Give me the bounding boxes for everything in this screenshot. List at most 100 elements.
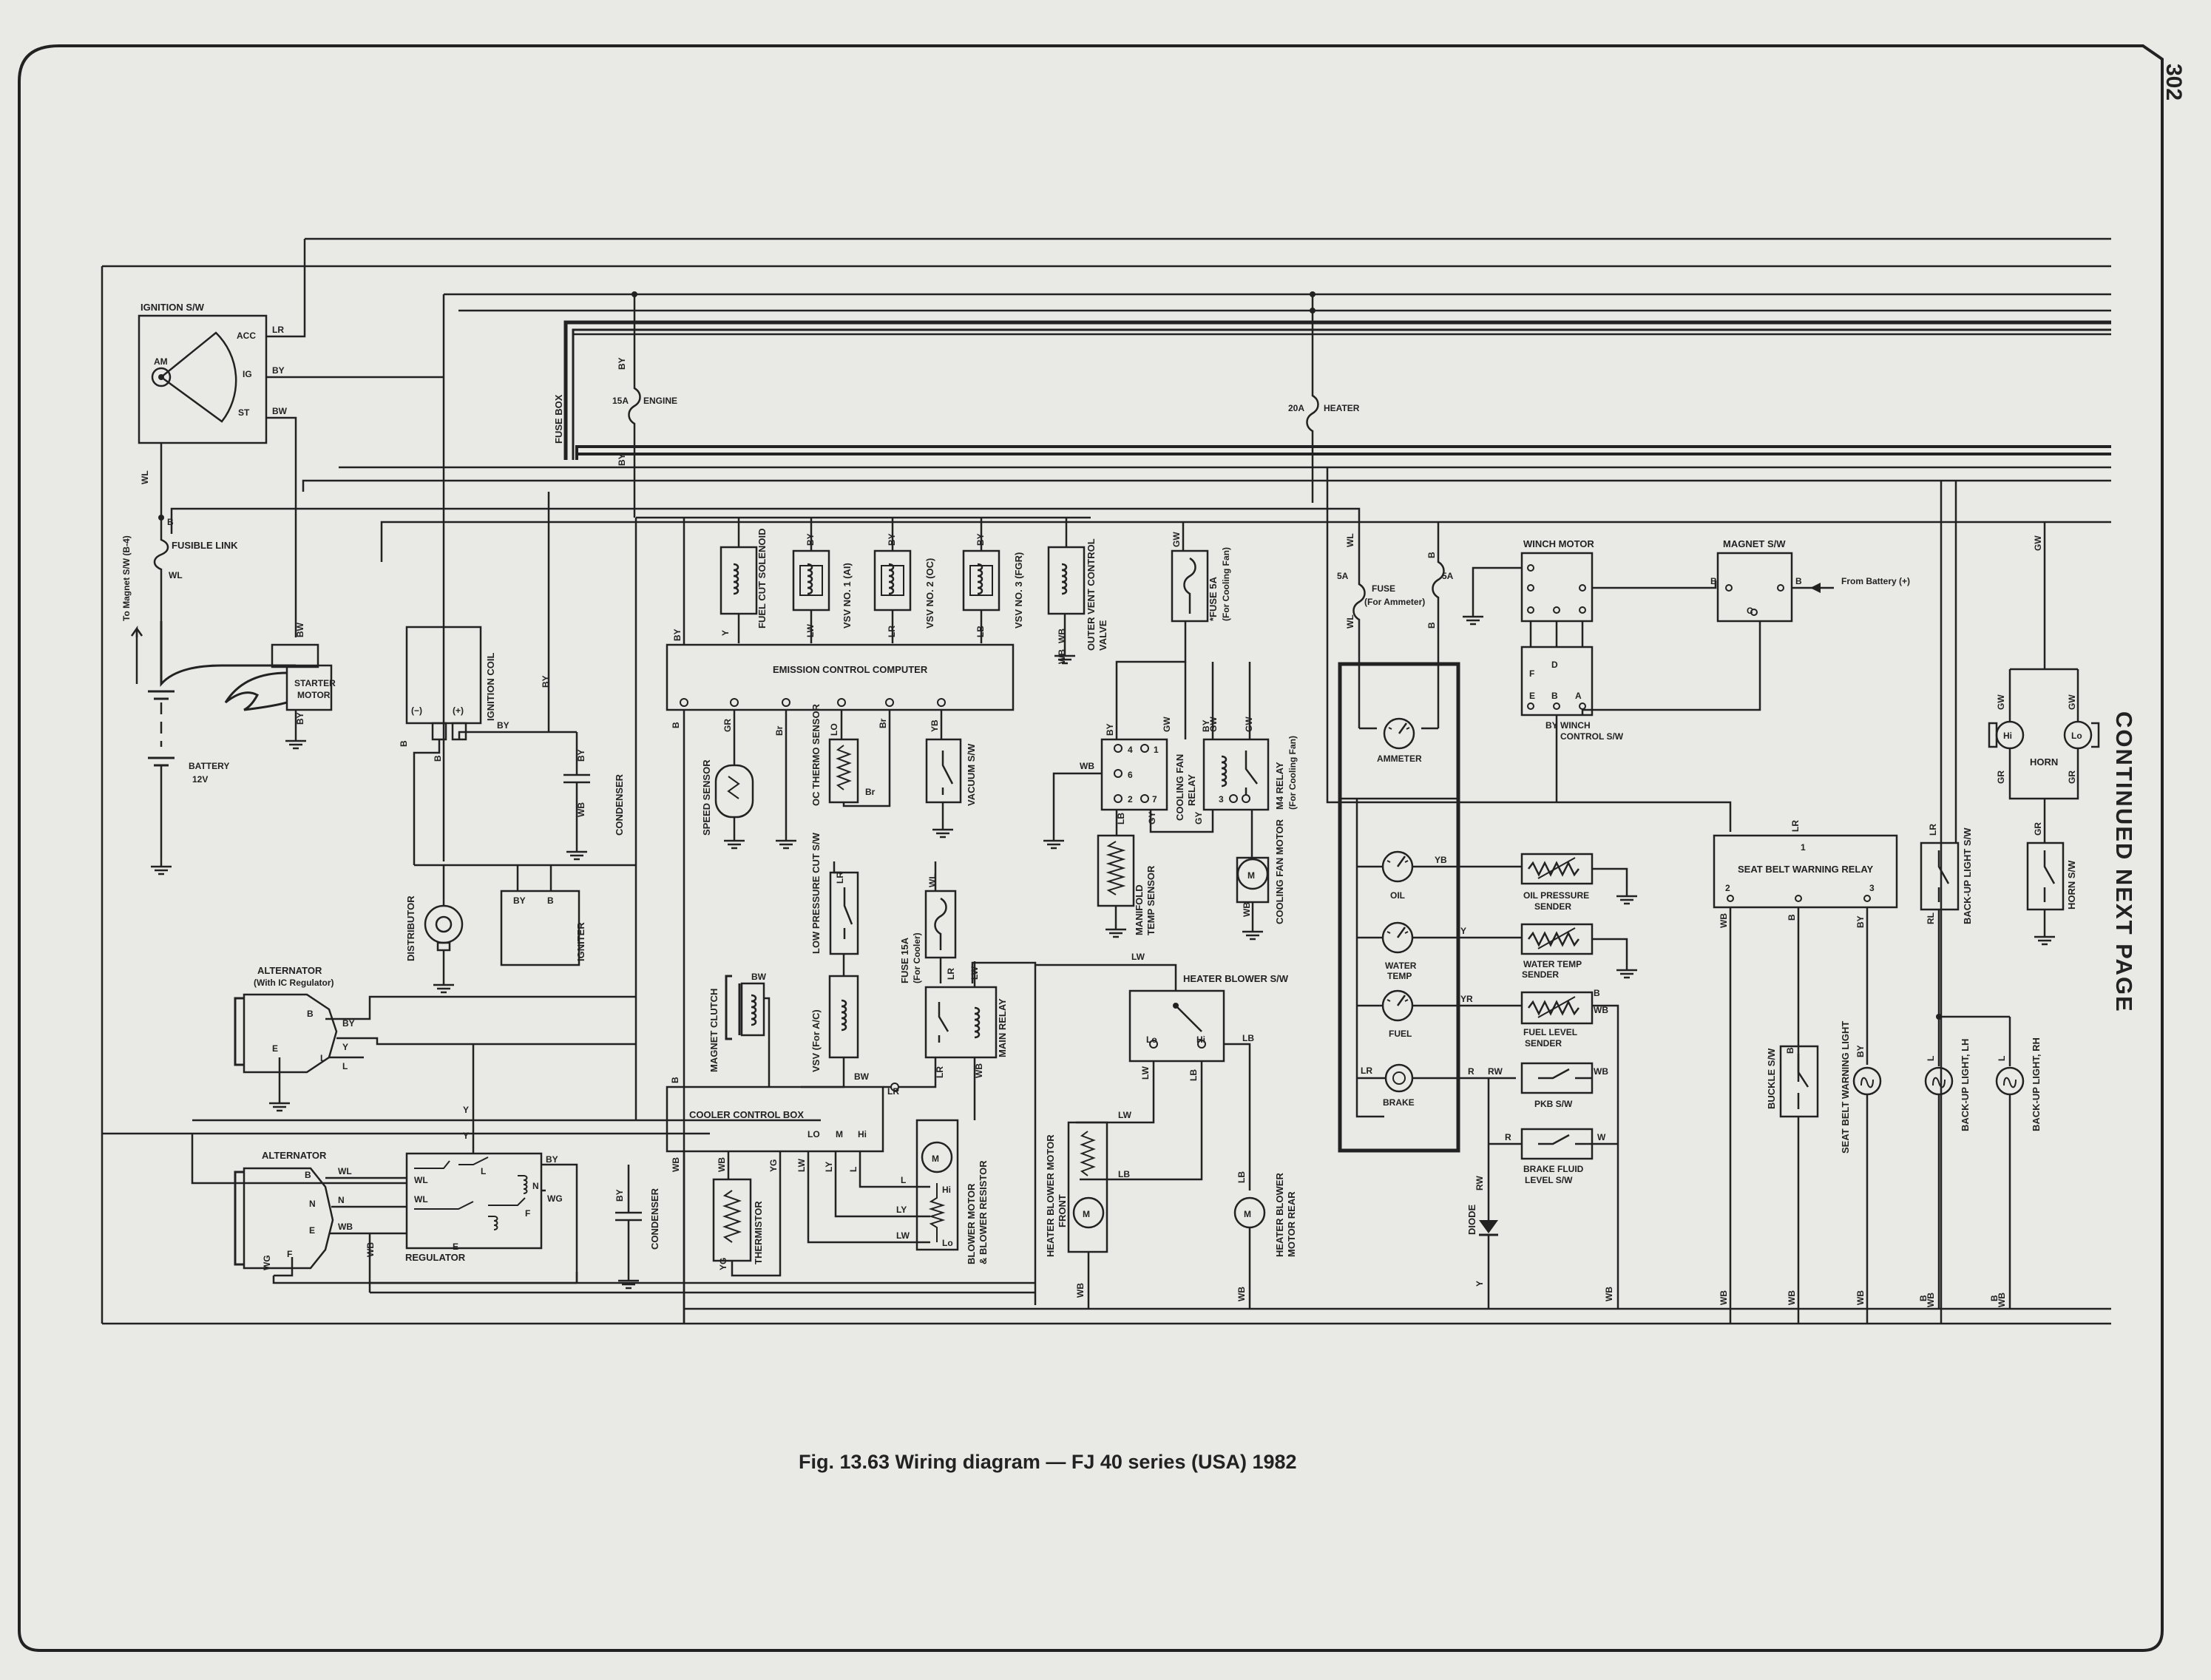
svg-text:WB: WB — [1604, 1287, 1614, 1301]
svg-text:ACC: ACC — [237, 331, 256, 341]
ammeter-fuses: WL B 5A 5A FUSE (For Ammeter) WL B — [1337, 522, 1454, 665]
svg-text:Y: Y — [463, 1105, 469, 1115]
ammeter-icon — [1383, 717, 1415, 750]
svg-text:LR: LR — [835, 872, 845, 884]
svg-text:LY: LY — [824, 1162, 834, 1172]
svg-text:WB: WB — [1594, 1066, 1608, 1077]
svg-text:BRAKE FLUID: BRAKE FLUID — [1523, 1164, 1584, 1174]
svg-text:BW: BW — [854, 1071, 870, 1082]
svg-text:L: L — [481, 1166, 486, 1176]
svg-text:WINCH MOTOR: WINCH MOTOR — [1523, 538, 1594, 549]
m4-relay: 3 GW GW BY M4 RELAY (For Cooling Fan) — [1201, 662, 1298, 811]
svg-text:B: B — [670, 1077, 680, 1083]
svg-text:ST: ST — [238, 407, 250, 418]
wire-bus — [102, 237, 2111, 1325]
svg-text:B: B — [1918, 1295, 1929, 1301]
magnet-switch: MAGNET S/W B B C From Battery (+) — [1710, 538, 1910, 623]
svg-text:WL: WL — [169, 570, 183, 580]
svg-text:GY: GY — [1147, 812, 1157, 824]
svg-text:L: L — [342, 1061, 348, 1071]
svg-text:N: N — [532, 1181, 539, 1191]
low-pressure-cut-switch: LR LOW PRESSURE CUT S/W VSV (For A/C) BW — [801, 832, 870, 1088]
svg-text:WL: WL — [927, 873, 938, 887]
svg-text:BACK-UP LIGHT S/W: BACK-UP LIGHT S/W — [1962, 827, 1973, 924]
svg-text:B: B — [1426, 552, 1437, 558]
am-terminal-icon — [151, 367, 172, 387]
svg-text:6: 6 — [1128, 770, 1133, 780]
svg-text:OUTER VENT CONTROL: OUTER VENT CONTROL — [1086, 538, 1097, 651]
svg-text:LB: LB — [1116, 813, 1126, 824]
svg-text:Y: Y — [342, 1042, 348, 1052]
svg-text:LR: LR — [935, 1066, 945, 1078]
svg-text:BY: BY — [1105, 723, 1115, 736]
svg-text:Br: Br — [865, 787, 876, 797]
svg-text:WB: WB — [1719, 913, 1729, 928]
svg-text:L: L — [1926, 1056, 1936, 1061]
svg-text:FRONT: FRONT — [1057, 1194, 1068, 1227]
page-number: 302 — [2161, 64, 2186, 101]
svg-text:VSV (For A/C): VSV (For A/C) — [810, 1009, 822, 1072]
svg-text:F: F — [1529, 668, 1534, 679]
svg-text:M: M — [1244, 1209, 1251, 1219]
svg-text:Lo: Lo — [1146, 1034, 1157, 1045]
svg-text:N: N — [338, 1195, 345, 1205]
svg-text:B: B — [1426, 622, 1437, 629]
ignition-coil: (−) (+) IGNITION COIL B B BY BY — [399, 492, 577, 865]
heater-blower-motor-rear: M LB WB HEATER BLOWER MOTOR REAR — [1233, 1171, 1297, 1309]
svg-text:RW: RW — [1474, 1176, 1485, 1190]
svg-text:LB: LB — [1188, 1069, 1199, 1081]
svg-text:M: M — [836, 1129, 843, 1139]
svg-text:2: 2 — [1128, 794, 1133, 805]
svg-text:WB: WB — [1594, 1005, 1608, 1015]
oc-thermo-sensor: Br LO Br Br OC THERMO SENSOR — [774, 703, 891, 850]
svg-text:M: M — [932, 1154, 939, 1164]
svg-text:WL: WL — [140, 470, 150, 484]
svg-text:MOTOR REAR: MOTOR REAR — [1286, 1191, 1297, 1257]
svg-text:B: B — [307, 1009, 314, 1019]
fusible-link: WL B FUSIBLE LINK WL To Magnet S/W (B-4) — [121, 470, 296, 687]
svg-text:COOLING FAN MOTOR: COOLING FAN MOTOR — [1274, 819, 1285, 924]
svg-text:15A: 15A — [612, 396, 629, 406]
svg-text:B: B — [1989, 1295, 2000, 1301]
svg-text:WB: WB — [365, 1242, 376, 1257]
cooling-fan-relay: 4 1 6 2 7 BY GW COOLING FAN RELAY WB LB … — [1042, 717, 1214, 850]
buckle-switch: B WB BUCKLE S/W — [1766, 1045, 1819, 1324]
svg-text:YB: YB — [930, 719, 940, 732]
svg-text:HEATER BLOWER: HEATER BLOWER — [1274, 1173, 1285, 1257]
svg-text:SEAT BELT WARNING RELAY: SEAT BELT WARNING RELAY — [1738, 864, 1874, 875]
svg-text:(+): (+) — [453, 705, 464, 716]
svg-text:YG: YG — [768, 1159, 779, 1172]
svg-text:HEATER: HEATER — [1324, 403, 1360, 413]
brake-lamp-icon — [1384, 1063, 1414, 1093]
cooling-fan-motor: M WB COOLING FAN MOTOR — [1236, 810, 1285, 941]
svg-text:F: F — [525, 1208, 530, 1219]
svg-text:WL: WL — [414, 1194, 428, 1205]
svg-text:LR: LR — [887, 626, 897, 637]
alternator: ALTERNATOR B N E F WL N WB WG — [191, 1134, 407, 1277]
svg-text:LEVEL S/W: LEVEL S/W — [1525, 1175, 1573, 1185]
svg-text:GY: GY — [1193, 812, 1204, 824]
svg-text:EMISSION CONTROL COMPUTER: EMISSION CONTROL COMPUTER — [773, 664, 928, 675]
svg-text:OC THERMO SENSOR: OC THERMO SENSOR — [810, 703, 822, 806]
svg-text:W: W — [1597, 1132, 1606, 1142]
svg-text:BUCKLE S/W: BUCKLE S/W — [1766, 1048, 1777, 1109]
svg-text:1: 1 — [1154, 745, 1159, 755]
svg-text:R: R — [1468, 1066, 1474, 1077]
diode: RW Y DIODE — [1466, 1078, 1498, 1309]
svg-text:GR: GR — [2067, 770, 2077, 784]
svg-text:DIODE: DIODE — [1466, 1205, 1477, 1236]
svg-text:COOLING FAN: COOLING FAN — [1174, 754, 1185, 821]
backup-light-lh: L WB B BACK-UP LIGHT, LH — [1918, 1017, 1971, 1309]
svg-text:BY: BY — [617, 357, 627, 370]
svg-text:LOW PRESSURE CUT S/W: LOW PRESSURE CUT S/W — [810, 832, 822, 954]
svg-text:2: 2 — [1725, 883, 1730, 893]
svg-text:B: B — [547, 895, 554, 906]
distributor: DISTRIBUTOR — [405, 864, 464, 994]
senders: OIL PRESSURE SENDER WATER TEMP SENDER B … — [1488, 853, 1639, 1309]
svg-text:HEATER BLOWER MOTOR: HEATER BLOWER MOTOR — [1045, 1134, 1056, 1257]
svg-text:LW: LW — [969, 966, 980, 980]
svg-text:YR: YR — [1460, 994, 1473, 1004]
svg-text:BY: BY — [546, 1154, 558, 1165]
svg-text:BACK-UP LIGHT, RH: BACK-UP LIGHT, RH — [2031, 1037, 2042, 1131]
